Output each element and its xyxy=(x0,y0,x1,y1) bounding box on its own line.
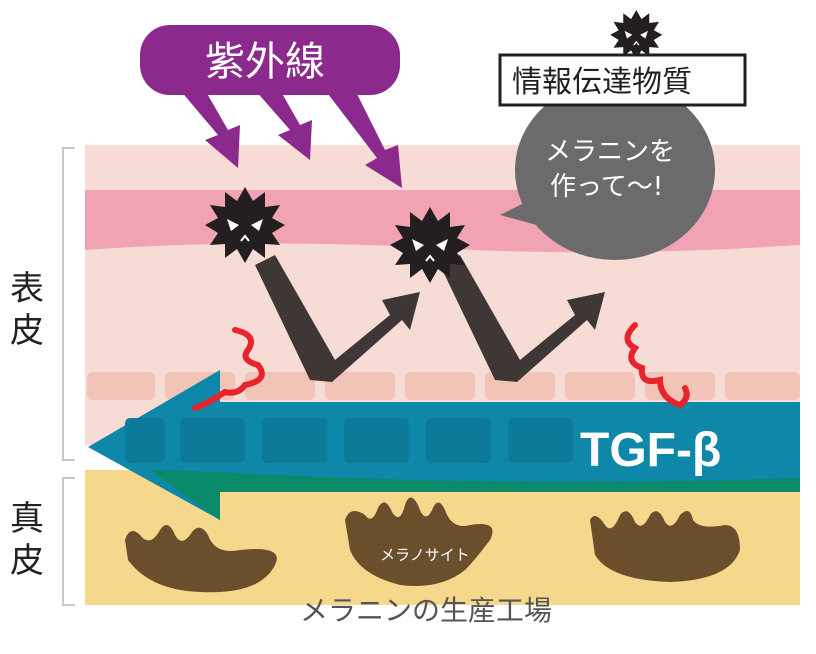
melanocytes xyxy=(125,497,740,593)
signal-zigzag-arrows xyxy=(255,255,605,382)
curl-left xyxy=(192,327,265,411)
speech-bubble: メラニンを 作って〜! xyxy=(500,80,715,260)
tgf-beta-label: TGF-β xyxy=(580,424,721,477)
dermis-label-1: 真 xyxy=(10,499,44,539)
small-virus-icon xyxy=(609,9,663,61)
uv-arrows xyxy=(180,90,402,188)
dermis-label-2: 皮 xyxy=(10,541,44,581)
melanocyte-label: メラノサイト xyxy=(380,546,470,564)
tgf-beta-arrow: TGF-β xyxy=(88,370,800,520)
uv-label-box: 紫外線 xyxy=(140,25,400,95)
factory-caption: メラニンの生産工場 xyxy=(300,594,552,627)
curl-right xyxy=(624,322,690,409)
melanocyte-center xyxy=(345,497,493,586)
epidermis-label-2: 皮 xyxy=(10,311,44,351)
layer-brackets xyxy=(62,147,75,606)
messenger-label-box: 情報伝達物質 xyxy=(498,53,747,107)
messenger-label: 情報伝達物質 xyxy=(512,65,692,100)
speech-line-2: 作って〜! xyxy=(550,172,663,202)
melanocyte-left xyxy=(125,525,277,593)
speech-line-1: メラニンを xyxy=(545,137,675,167)
epidermis-label-1: 表 xyxy=(10,269,44,309)
uv-label: 紫外線 xyxy=(205,39,325,85)
melanocyte-right xyxy=(590,511,740,582)
